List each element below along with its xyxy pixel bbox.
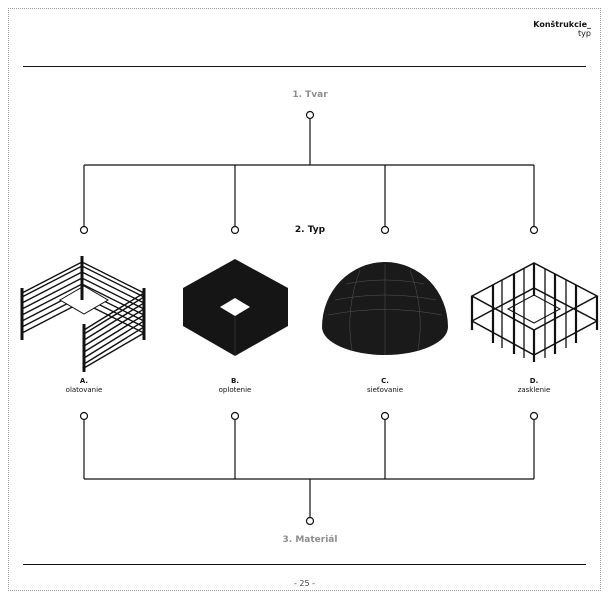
node-circle (79, 411, 89, 421)
option-name: sieťovanie (366, 386, 404, 394)
node-circle (230, 411, 240, 421)
type-label: 2. Typ (294, 225, 326, 235)
node-circle (305, 110, 315, 120)
option-b-label: B. oplotenie (219, 377, 252, 395)
slatted-frame-illustration (20, 256, 146, 372)
option-name: zasklenie (517, 386, 551, 394)
option-name: oplotenie (218, 386, 252, 394)
node-circle (529, 411, 539, 421)
top-rule (23, 66, 586, 67)
option-d-label: D. zasklenie (518, 377, 551, 395)
node-circle (380, 225, 390, 235)
material-label: 3. Materiál (282, 535, 338, 545)
mesh-dome-illustration (322, 262, 448, 355)
solid-fence-illustration (183, 259, 288, 356)
option-letter: B. (230, 377, 239, 385)
glazed-frame-illustration (470, 262, 599, 362)
page-header: Konštrukcie_ typ (533, 20, 591, 38)
option-letter: A. (79, 377, 89, 385)
bottom-rule (23, 564, 586, 565)
node-circle (529, 225, 539, 235)
option-name: olatovanie (65, 386, 103, 394)
option-a-label: A. olatovanie (66, 377, 103, 395)
header-title: Konštrukcie_ (533, 20, 591, 29)
node-circle (305, 516, 315, 526)
node-circle (230, 225, 240, 235)
page-frame (8, 8, 601, 591)
shape-label: 1. Tvar (292, 90, 328, 100)
option-letter: D. (529, 377, 539, 385)
option-c-label: C. sieťovanie (367, 377, 403, 395)
node-circle (79, 225, 89, 235)
option-letter: C. (381, 377, 389, 385)
node-circle (380, 411, 390, 421)
header-subtitle: typ (578, 29, 591, 38)
page-number: - 25 - (293, 579, 316, 588)
